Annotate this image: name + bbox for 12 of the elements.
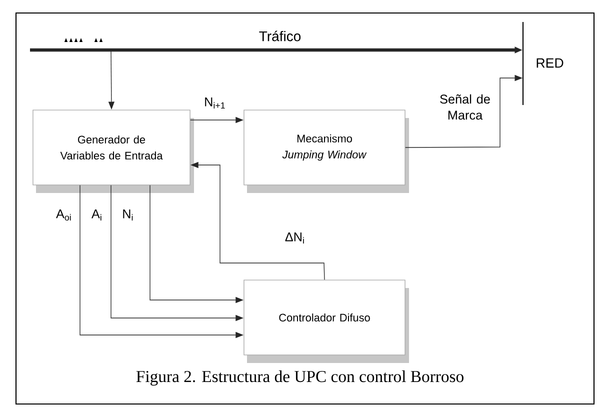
caption: Figura 2. Estructura de UPC con control Borroso [136, 370, 464, 386]
process-box: Controlador Difuso [244, 280, 409, 363]
process-box: Generador de Variables de Entrada [32, 110, 194, 193]
process-box: Mecanismo Jumping Window [244, 110, 409, 193]
edge-label: N$_{i+1}$ [205, 98, 225, 108]
edge-label: N$_{i}$ [123, 210, 133, 220]
edge-label: Señal de Marca [440, 94, 490, 120]
edge-label: A$_{i}$ [91, 210, 102, 220]
edge-label: Tráfico [259, 30, 301, 42]
edge-label: ΔN$_{i}$ [285, 232, 304, 244]
network-label: RED [536, 58, 564, 68]
edge-label: A$_{oi}$ [56, 209, 71, 221]
